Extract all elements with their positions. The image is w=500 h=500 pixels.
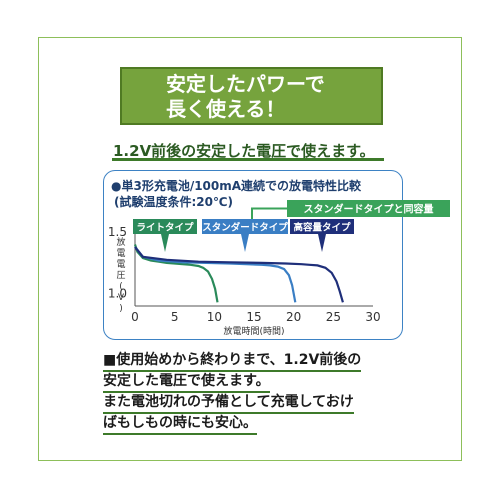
- x-axis-label: 放電時間(時間): [223, 325, 284, 337]
- description-line-4: ばもしもの時にも安心。: [103, 414, 257, 435]
- legend-pointer: [318, 234, 326, 252]
- x-tick-label: 25: [326, 310, 341, 324]
- x-tick-label: 10: [207, 310, 222, 324]
- header-banner: 安定したパワーで 長く使える！: [120, 67, 383, 125]
- headline: 1.2V前後の安定した電圧で使えます。: [113, 142, 375, 160]
- callout-box: [287, 200, 450, 217]
- y-tick-label: 1.5: [108, 225, 127, 239]
- banner-line-1: 安定したパワーで: [166, 72, 325, 96]
- chart-panel: [103, 170, 403, 340]
- x-tick-label: 15: [246, 310, 261, 324]
- y-axis-label-char: V: [118, 293, 125, 303]
- x-tick-label: 20: [286, 310, 301, 324]
- y-axis-label-char: ): [119, 304, 123, 314]
- chart-subtitle: (試験温度条件:20℃): [114, 195, 233, 209]
- legend-box: [202, 219, 288, 234]
- y-axis-label-char: (: [119, 282, 123, 292]
- x-tick-label: 5: [171, 310, 179, 324]
- description-text: ■使用始めから終わりまで、1.2V前後の 安定した電圧で使えます。 また電池切れ…: [103, 351, 433, 435]
- chart-title: ●単3形充電池/100mA連続での放電特性比較: [111, 179, 362, 193]
- headline-underline: [112, 158, 384, 161]
- series-line: [133, 244, 219, 303]
- legend-label: 高容量タイプ: [293, 222, 351, 234]
- y-axis-label-char: 電: [116, 259, 125, 270]
- legend-label: スタンダードタイプ: [202, 222, 288, 234]
- series-line: [134, 246, 297, 303]
- y-axis-label-char: 電: [116, 248, 125, 259]
- description-line-1: ■使用始めから終わりまで、1.2V前後の: [103, 351, 362, 372]
- description-line-3: また電池切れの予備として充電しておけ: [103, 393, 354, 414]
- y-axis-label-char: 圧: [116, 270, 125, 281]
- legend-box: [133, 219, 197, 234]
- callout-label: スタンダードタイプと同容量: [304, 203, 434, 216]
- legend-pointer: [241, 234, 249, 252]
- y-tick-label: 1.0: [108, 287, 127, 301]
- callout-bracket: [251, 207, 291, 219]
- series-line: [134, 246, 344, 303]
- x-tick-label: 0: [131, 310, 139, 324]
- legend-label: ライトタイプ: [136, 222, 194, 234]
- description-line-2: 安定した電圧で使えます。: [103, 372, 270, 393]
- y-axis-label-char: 放: [116, 236, 125, 248]
- banner-line-2: 長く使える！: [166, 97, 286, 121]
- legend-pointer: [161, 234, 169, 252]
- legend-box: [290, 219, 354, 234]
- x-tick-label: 30: [365, 310, 380, 324]
